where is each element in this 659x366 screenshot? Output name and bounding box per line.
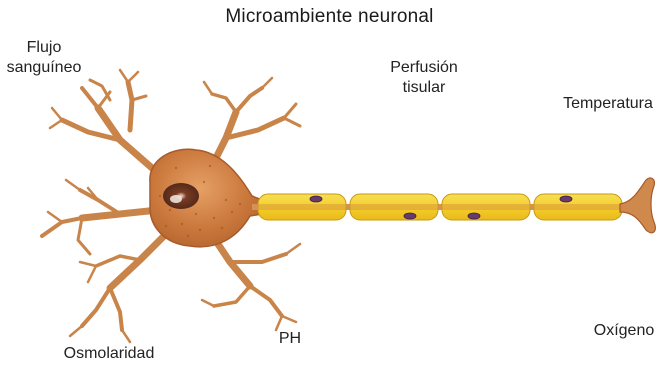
axon-terminal	[620, 178, 655, 233]
nucleus	[163, 183, 199, 209]
